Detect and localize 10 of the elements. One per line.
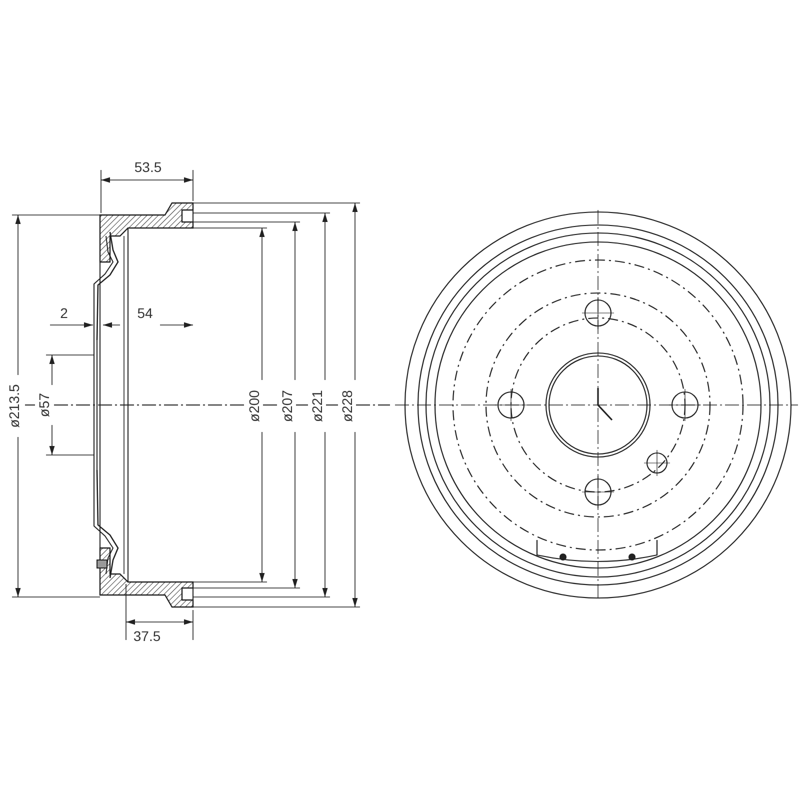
dimension-label: 37.5 [133, 629, 161, 643]
dimension-label: 53.5 [134, 160, 162, 174]
dimension-label: ø200 [247, 390, 261, 422]
dimension-label: 2 [60, 306, 68, 320]
dimension-label: 54 [137, 306, 153, 320]
dimension-label: ø207 [280, 390, 294, 422]
dimension-label: ø57 [37, 392, 51, 418]
dimension-label: ø221 [310, 390, 324, 422]
dimension-label: ø213.5 [7, 384, 21, 428]
dimension-label: ø228 [340, 390, 354, 422]
